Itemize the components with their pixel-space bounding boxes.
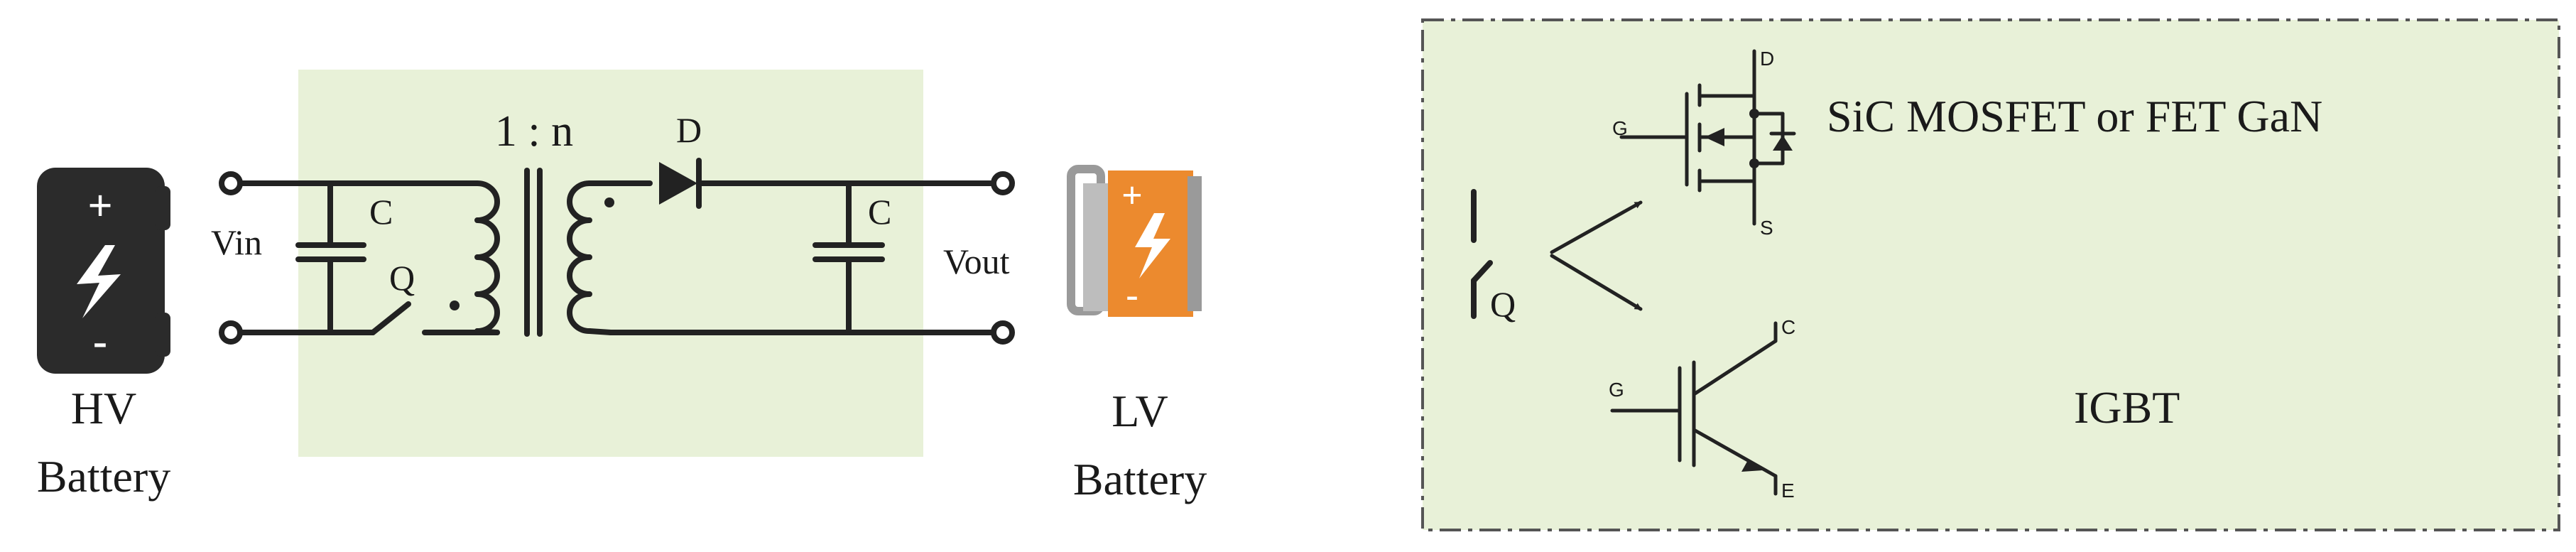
mosfet-source-label: S	[1760, 217, 1773, 239]
vout-terminal-bottom	[991, 320, 1015, 345]
converter-circuit	[219, 158, 1015, 345]
igbt-symbol	[1610, 321, 1778, 496]
igbt-collector-label: C	[1781, 316, 1795, 338]
generic-switch	[1471, 189, 1493, 319]
switch-label: Q	[389, 258, 415, 298]
lv-battery-label-line1: LV	[1112, 386, 1168, 436]
mosfet-label: SiC MOSFET or FET GaN	[1827, 91, 2322, 141]
hv-battery-minus: -	[93, 318, 107, 364]
output-capacitor-label: C	[868, 192, 891, 232]
input-capacitor-label: C	[369, 192, 393, 232]
hv-battery-plus: +	[87, 182, 112, 230]
primary-winding	[450, 180, 500, 335]
turns-ratio-label: 1 : n	[495, 107, 573, 156]
arrow-to-igbt	[1550, 254, 1643, 311]
converter-panel	[298, 70, 923, 457]
lv-battery-plus: +	[1121, 175, 1143, 216]
battery-bolt-icon	[1067, 165, 1202, 317]
vout-terminal-top	[991, 171, 1015, 195]
battery-bolt-icon	[37, 168, 170, 374]
generic-switch-label: Q	[1490, 284, 1516, 324]
arrow-to-mosfet	[1550, 200, 1643, 254]
lv-battery-minus: -	[1126, 275, 1138, 315]
hv-battery-label-line2: Battery	[37, 451, 170, 502]
secondary-winding	[567, 180, 653, 335]
hv-battery-label-line1: HV	[71, 383, 136, 433]
hv-battery: + - HV Battery	[37, 168, 170, 502]
lv-battery-label-line2: Battery	[1073, 454, 1207, 504]
input-capacitor	[295, 180, 366, 335]
vout-label: Vout	[943, 242, 1010, 281]
mosfet-symbol	[1619, 49, 1796, 226]
mosfet-drain-label: D	[1760, 48, 1774, 70]
vin-label: Vin	[211, 222, 262, 262]
output-capacitor	[813, 180, 885, 335]
igbt-gate-label: G	[1609, 379, 1624, 401]
lv-battery: + - LV Battery	[1067, 165, 1207, 504]
mosfet-gate-label: G	[1612, 117, 1628, 139]
igbt-emitter-label: E	[1781, 480, 1795, 502]
switch-options-panel	[1421, 18, 2560, 531]
diode-label: D	[676, 110, 702, 150]
igbt-label: IGBT	[2074, 382, 2180, 433]
